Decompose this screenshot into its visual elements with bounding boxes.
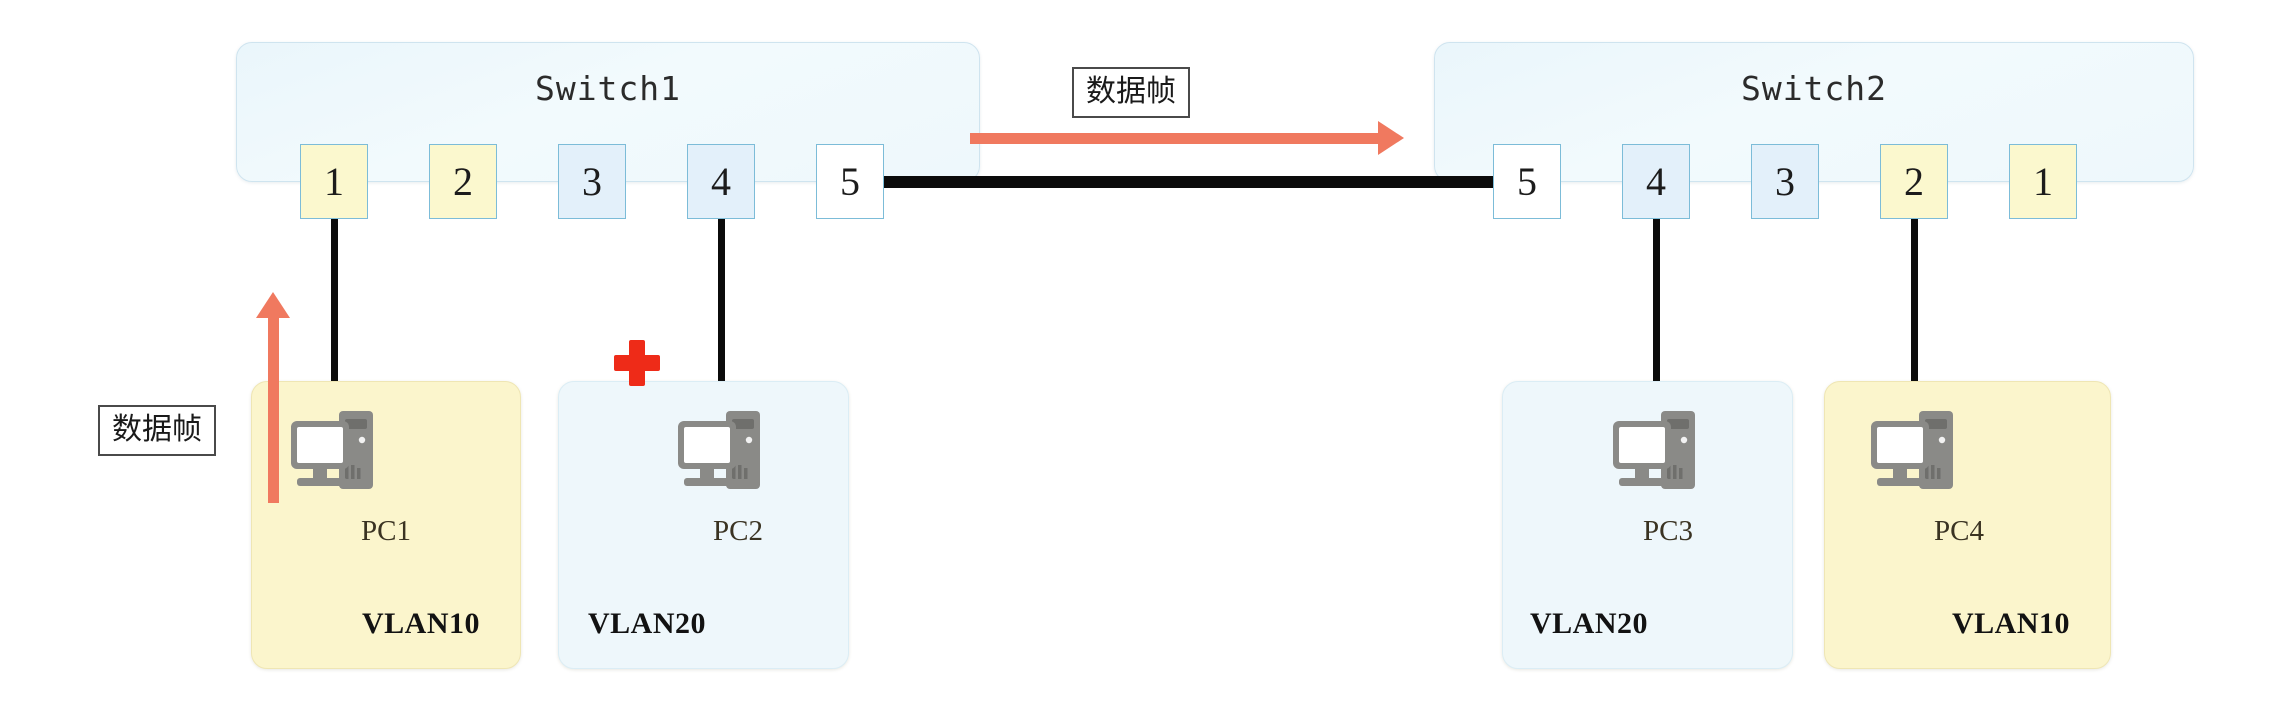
switch1-port-1-label: 1 — [324, 158, 344, 204]
frame-arrow-right-head — [1378, 121, 1404, 155]
switch2-port-5[interactable]: 5 — [1493, 144, 1561, 219]
switch2-port-2[interactable]: 2 — [1880, 144, 1948, 219]
pc3-vlan-label: VLAN20 — [1530, 607, 1649, 640]
pc2-label: PC2 — [713, 515, 763, 547]
pc4-computer-icon — [1867, 407, 1985, 503]
switch1-port-3[interactable]: 3 — [558, 144, 626, 219]
cable-switch1-port1-to-pc1 — [331, 219, 338, 437]
pc4-vlan-label: VLAN10 — [1952, 607, 2071, 640]
switch2-port-2-label: 2 — [1904, 158, 1924, 204]
trunk-cable — [884, 176, 1493, 188]
switch2-port-4-label: 4 — [1646, 158, 1666, 204]
cable-switch2-port4-to-pc3 — [1653, 219, 1660, 437]
cable-switch1-port4-to-pc2 — [718, 219, 725, 437]
switch2-port-4[interactable]: 4 — [1622, 144, 1690, 219]
frame-arrow-right-shaft — [970, 133, 1380, 144]
switch2-port-3-label: 3 — [1775, 158, 1795, 204]
switch1-port-2[interactable]: 2 — [429, 144, 497, 219]
frame-arrow-up-head — [256, 292, 290, 318]
switch2-port-1[interactable]: 1 — [2009, 144, 2077, 219]
frame-label-top: 数据帧 — [1072, 67, 1190, 118]
switch2-port-1-label: 1 — [2033, 158, 2053, 204]
pc1-label: PC1 — [361, 515, 411, 547]
pc3-label: PC3 — [1643, 515, 1693, 547]
pc1-vlan-label: VLAN10 — [362, 607, 481, 640]
switch1-port-5-label: 5 — [840, 158, 860, 204]
switch1-port-4-label: 4 — [711, 158, 731, 204]
pc2-vlan-label: VLAN20 — [588, 607, 707, 640]
frame-arrow-up-shaft — [268, 318, 279, 503]
switch1-port-2-label: 2 — [453, 158, 473, 204]
switch2-port-3[interactable]: 3 — [1751, 144, 1819, 219]
switch1-port-5[interactable]: 5 — [816, 144, 884, 219]
pc1-computer-icon — [287, 407, 405, 503]
cable-switch2-port2-to-pc4 — [1911, 219, 1918, 437]
pc2-computer-icon — [674, 407, 792, 503]
switch1-port-3-label: 3 — [582, 158, 602, 204]
switch1-port-4[interactable]: 4 — [687, 144, 755, 219]
pc4-label: PC4 — [1934, 515, 1984, 547]
blocked-cross-icon — [614, 340, 660, 386]
frame-label-left: 数据帧 — [98, 405, 216, 456]
switch1-title: Switch1 — [534, 69, 682, 108]
switch2-title: Switch2 — [1740, 69, 1888, 108]
switch2-port-5-label: 5 — [1517, 158, 1537, 204]
switch1-port-1[interactable]: 1 — [300, 144, 368, 219]
pc3-computer-icon — [1609, 407, 1727, 503]
